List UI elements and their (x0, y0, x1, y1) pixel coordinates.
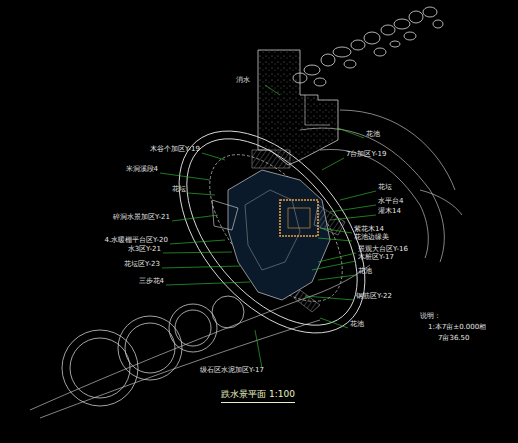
plan-label: 花坛区Y-23 (124, 260, 160, 268)
plan-label: 水平台4 (378, 197, 403, 205)
plan-label: 花池 (366, 130, 380, 138)
plan-label: 消水 (236, 76, 250, 84)
plan-label: 花坛 (172, 185, 186, 193)
plan-label: 花池边缘美 (354, 233, 389, 241)
plan-label: 1:本7亩±0.000相 (428, 323, 486, 331)
plan-label: 级石区水泥加区Y-17 (200, 366, 264, 374)
water-body (212, 170, 330, 300)
plan-label: 水3区Y-21 (128, 245, 161, 253)
plan-label: 灌木14 (378, 207, 401, 215)
platform-square (280, 200, 318, 236)
plan-label: 4.水暖棚平台区Y-20 (104, 236, 168, 244)
plan-label: 花池 (358, 267, 372, 275)
mound-circles (62, 296, 244, 406)
plan-label: 木谷个加区Y-19 (150, 145, 200, 153)
rock-cluster (293, 7, 443, 86)
plan-label: 米洞溪段4 (126, 165, 158, 173)
platform-inner (288, 208, 310, 228)
paving-band (258, 50, 338, 165)
pond-ring (143, 97, 402, 368)
plan-label: 景观大台区Y-16 (358, 245, 408, 253)
plan-label: 钢筋区Y-22 (356, 292, 392, 300)
plan-label: 三步花4 (139, 277, 164, 285)
contour-lines (30, 110, 462, 418)
plan-label: 木桩区Y-17 (358, 253, 394, 261)
plan-label: 说明： (420, 312, 441, 320)
plan-label: 7亩36.50 (438, 334, 470, 342)
plan-title: 跌水景平面 1:100 (221, 388, 295, 403)
stair-steps (252, 150, 345, 312)
plan-label: 碎洞水景加区Y-21 (113, 213, 170, 221)
plan-label: 紫花木14 (354, 225, 384, 233)
leader-lines (160, 85, 376, 368)
plan-label: 7台加区Y-19 (346, 150, 386, 158)
plan-label: 花池 (350, 320, 364, 328)
plan-label: 花坛 (378, 183, 392, 191)
